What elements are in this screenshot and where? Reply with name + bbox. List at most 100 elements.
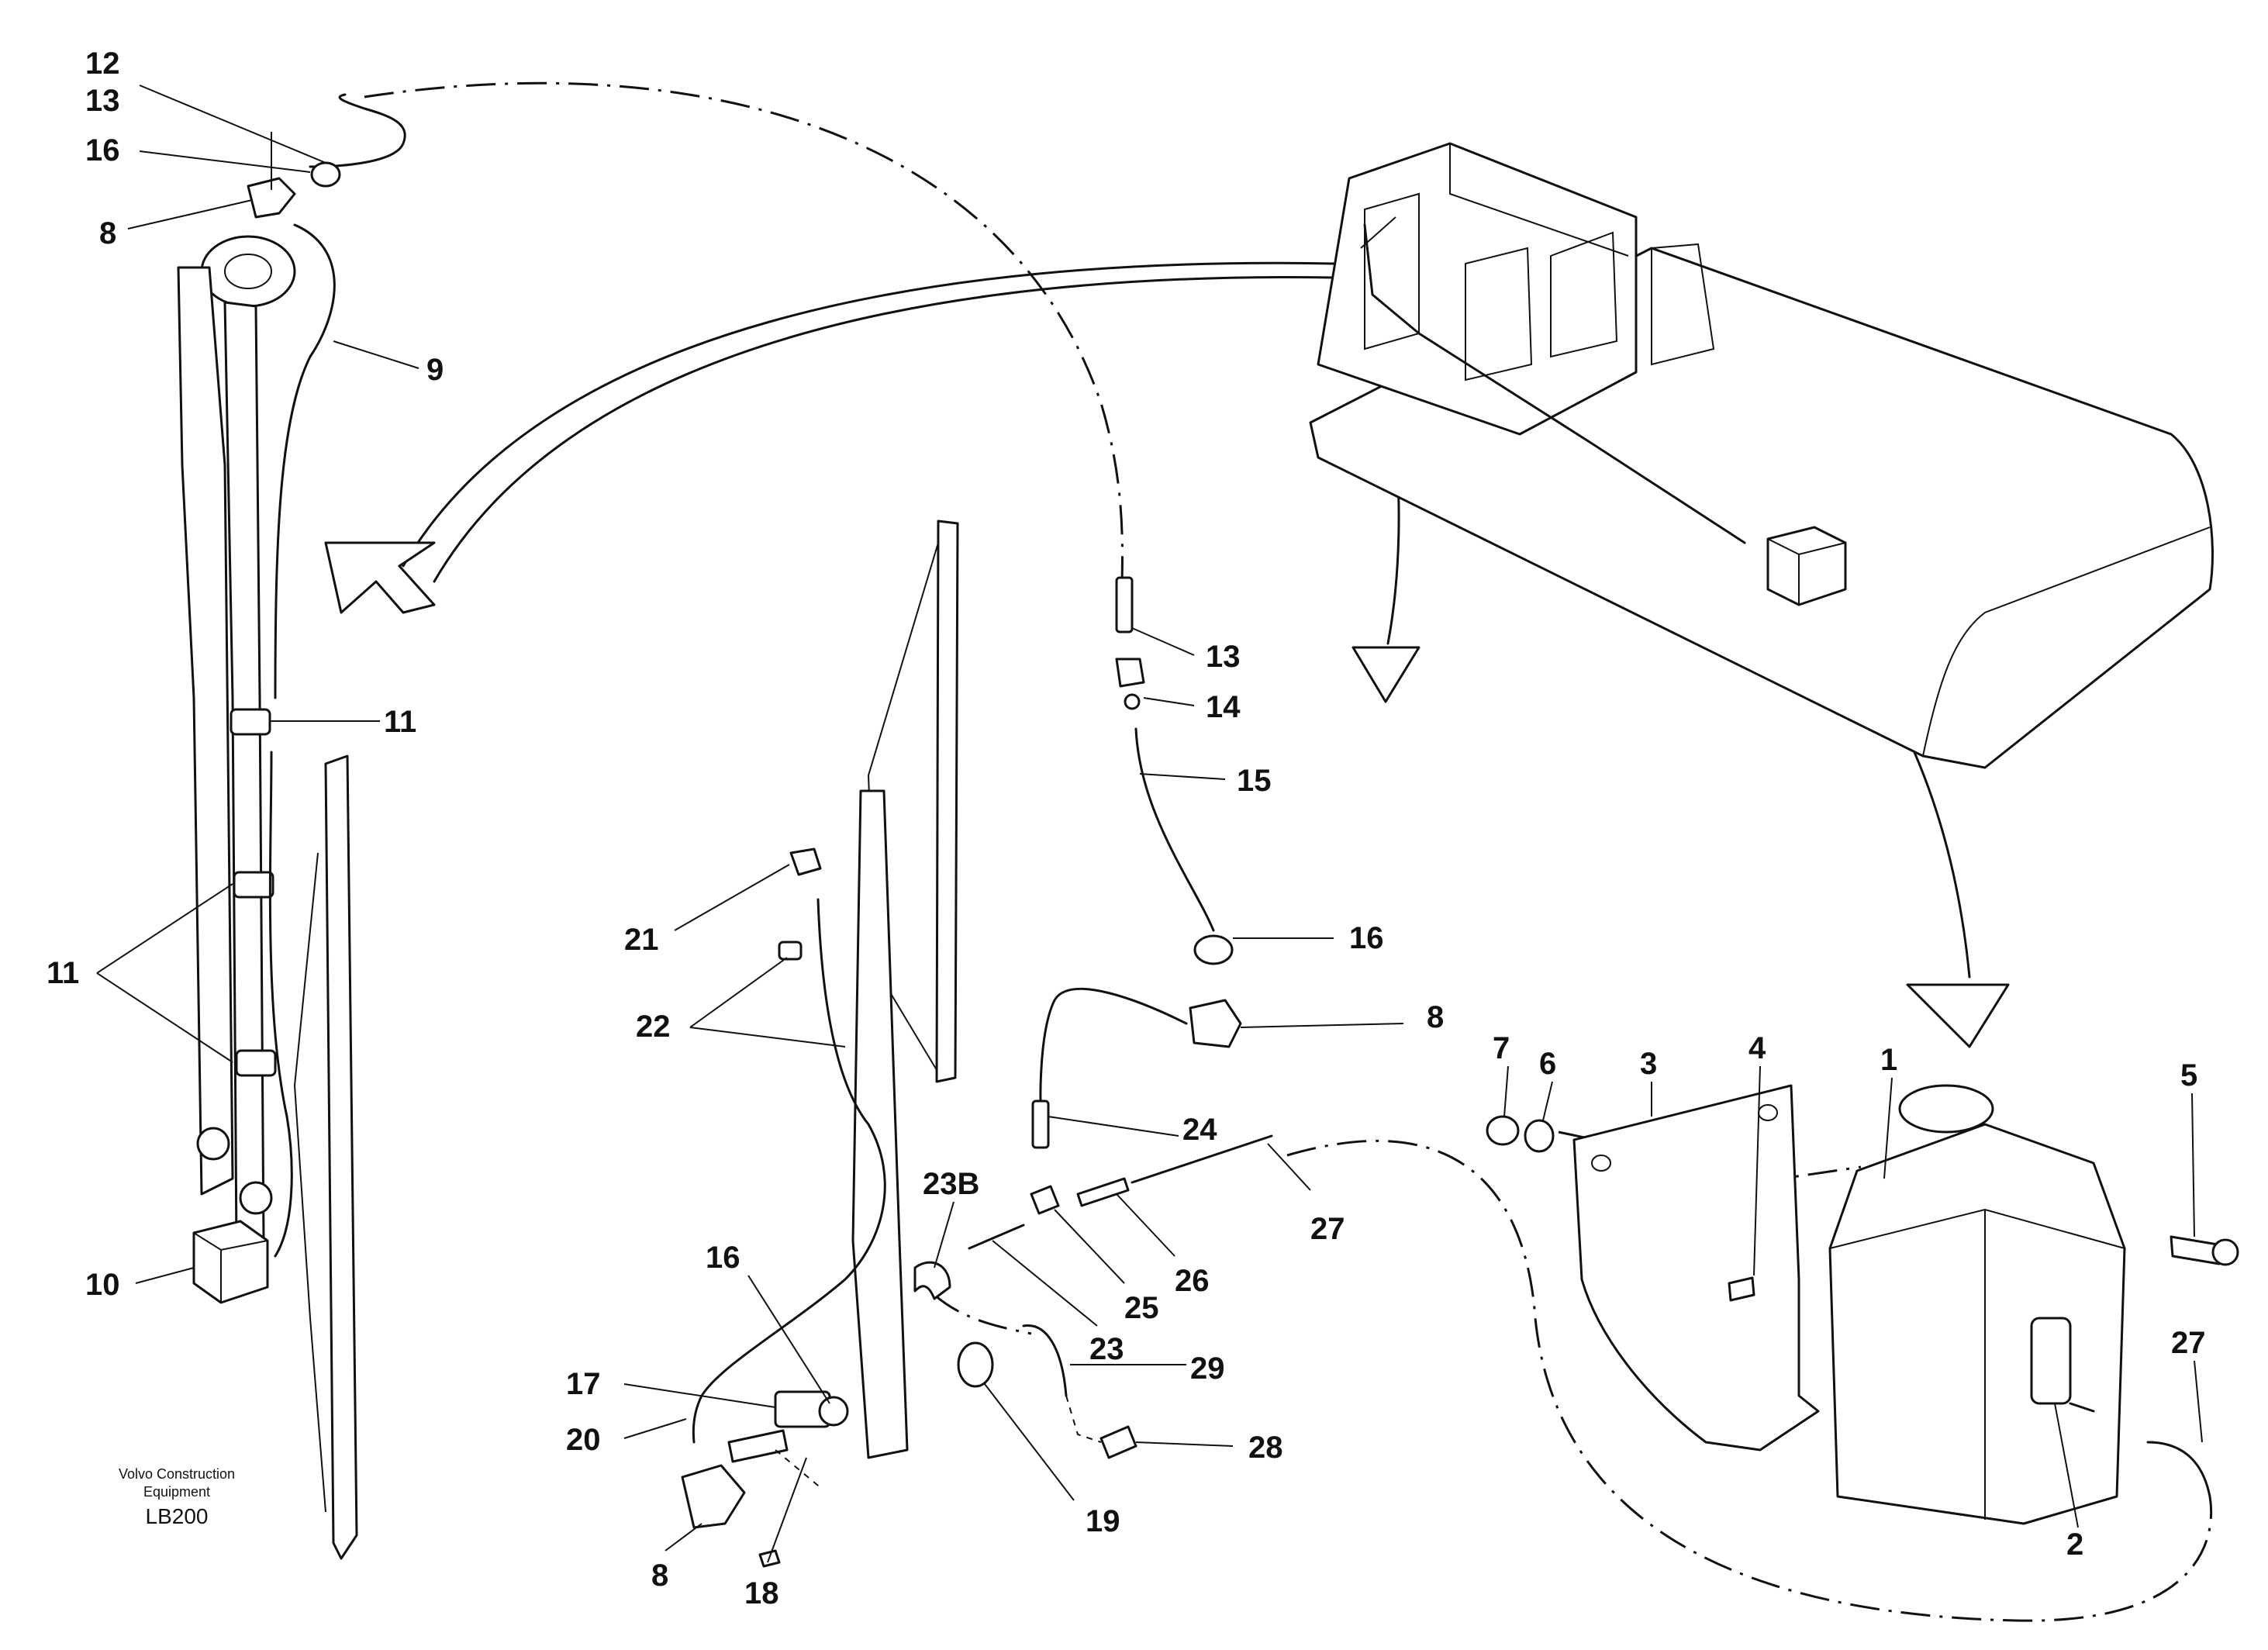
leader-14 [1143,697,1195,706]
washer-tank-1 [1828,1123,2126,1525]
callout-24: 24 [1182,1113,1217,1147]
callout-13b: 13 [1206,640,1241,674]
credit-block: Volvo Construction Equipment LB200 [119,1466,235,1528]
tank-cap [1898,1084,1994,1134]
leader-27b [2194,1360,2203,1443]
nozzle-21 [789,847,822,876]
left-wiper-blade-frame [293,852,326,1513]
cab-side-window [1550,231,1618,358]
left-elbow-fitting [247,177,296,219]
center-wiper-arm [851,789,909,1459]
leader-23b [934,1201,954,1269]
left-hose-top [309,93,406,168]
left-nut-16 [310,161,341,188]
leader-15 [1139,773,1226,780]
leader-24 [1048,1116,1179,1137]
callout-1: 1 [1880,1043,1897,1077]
leader-10 [135,1267,195,1284]
callout-23: 23 [1089,1332,1124,1366]
leader-13b [1131,627,1195,656]
hose-28-guide [1065,1395,1102,1443]
hose-15 [1134,727,1215,932]
leader-17 [623,1383,776,1408]
center-wiper-blade [935,520,959,1083]
nut-7 [1486,1115,1520,1146]
callout-12: 12 [85,47,120,81]
excavator-cab [1309,142,2214,769]
leader-9 [333,340,419,369]
arrow-head-down-icon [1351,646,1421,703]
bracket-3 [1572,1084,1820,1452]
flow-line-top [364,81,1124,621]
sleeve-26 [1076,1177,1130,1207]
elbow-8c [681,1464,746,1529]
arrow-cab-to-left-shaft-a [402,261,1335,568]
callout-8a: 8 [99,216,116,250]
credit-code: LB200 [146,1504,209,1528]
leader-4 [1753,1065,1761,1276]
leader-22-2 [689,1027,846,1048]
flow-line-23b [934,1293,1032,1335]
leader-28 [1135,1441,1234,1447]
bracket-hole-a [1591,1155,1611,1172]
leader-12 [139,85,326,164]
callout-17: 17 [566,1367,601,1401]
callout-15: 15 [1237,764,1272,798]
clip-11-top [230,708,271,736]
callout-8b: 8 [1427,1000,1444,1034]
leader-5 [2191,1093,2195,1238]
leader-8b [1240,1023,1404,1028]
connector-14 [1115,658,1145,688]
callout-19: 19 [1086,1504,1120,1538]
callout-27a: 27 [1310,1212,1345,1246]
callout-23b: 23B [923,1167,979,1201]
connector-14-end [1124,693,1141,710]
leader-25 [1054,1209,1125,1284]
screw-4 [1728,1276,1755,1302]
stub-24 [1031,1099,1050,1149]
credit-line-2: Equipment [143,1484,210,1500]
machine-counterweight [1922,526,2211,757]
leader-16a [139,150,311,173]
grommet-19 [957,1341,994,1388]
leader-6 [1542,1081,1553,1121]
hose-27a [1131,1134,1273,1184]
callouts: 12 13 16 8 9 11 11 10 13 14 15 16 8 21 2… [47,47,2206,1610]
callout-13a: 13 [85,84,120,118]
elbow-8b [1189,999,1242,1048]
tee-25 [1030,1185,1060,1215]
arrow-head-left-icon [324,541,436,614]
callout-3: 3 [1640,1047,1657,1081]
leader-1 [1883,1077,1893,1179]
leader-16c [747,1275,830,1404]
cab-front-edge [1317,178,1350,365]
nut-16b [1193,934,1234,965]
hose-27b [2146,1441,2211,1498]
callout-25: 25 [1124,1291,1159,1325]
bolt-5-head [2211,1238,2239,1266]
leader-21 [674,864,790,931]
hose-13b [1115,576,1134,633]
bolt-guide [775,1449,823,1489]
left-hose-branch [268,751,293,1258]
left-nozzle [196,1127,230,1161]
callout-14: 14 [1206,690,1241,724]
cab-hose-route [1363,223,1746,544]
leader-8a [127,199,253,230]
cab-washer-box-edges [1767,538,1846,605]
cab-door [1465,247,1533,381]
leader-11b-1 [96,883,233,974]
leader-20 [623,1418,687,1439]
cab-wiper-small [1360,216,1396,249]
credit-line-1: Volvo Construction [119,1466,235,1482]
callout-21: 21 [624,923,659,957]
leader-18 [767,1457,807,1563]
callout-16b: 16 [1349,921,1384,955]
left-wiper-blade [324,754,358,1560]
leader-23 [992,1240,1098,1327]
pump-outlet [2069,1402,2095,1413]
callout-9: 9 [426,353,444,387]
left-wiper-assembly [177,93,406,1560]
callout-22: 22 [636,1010,671,1044]
